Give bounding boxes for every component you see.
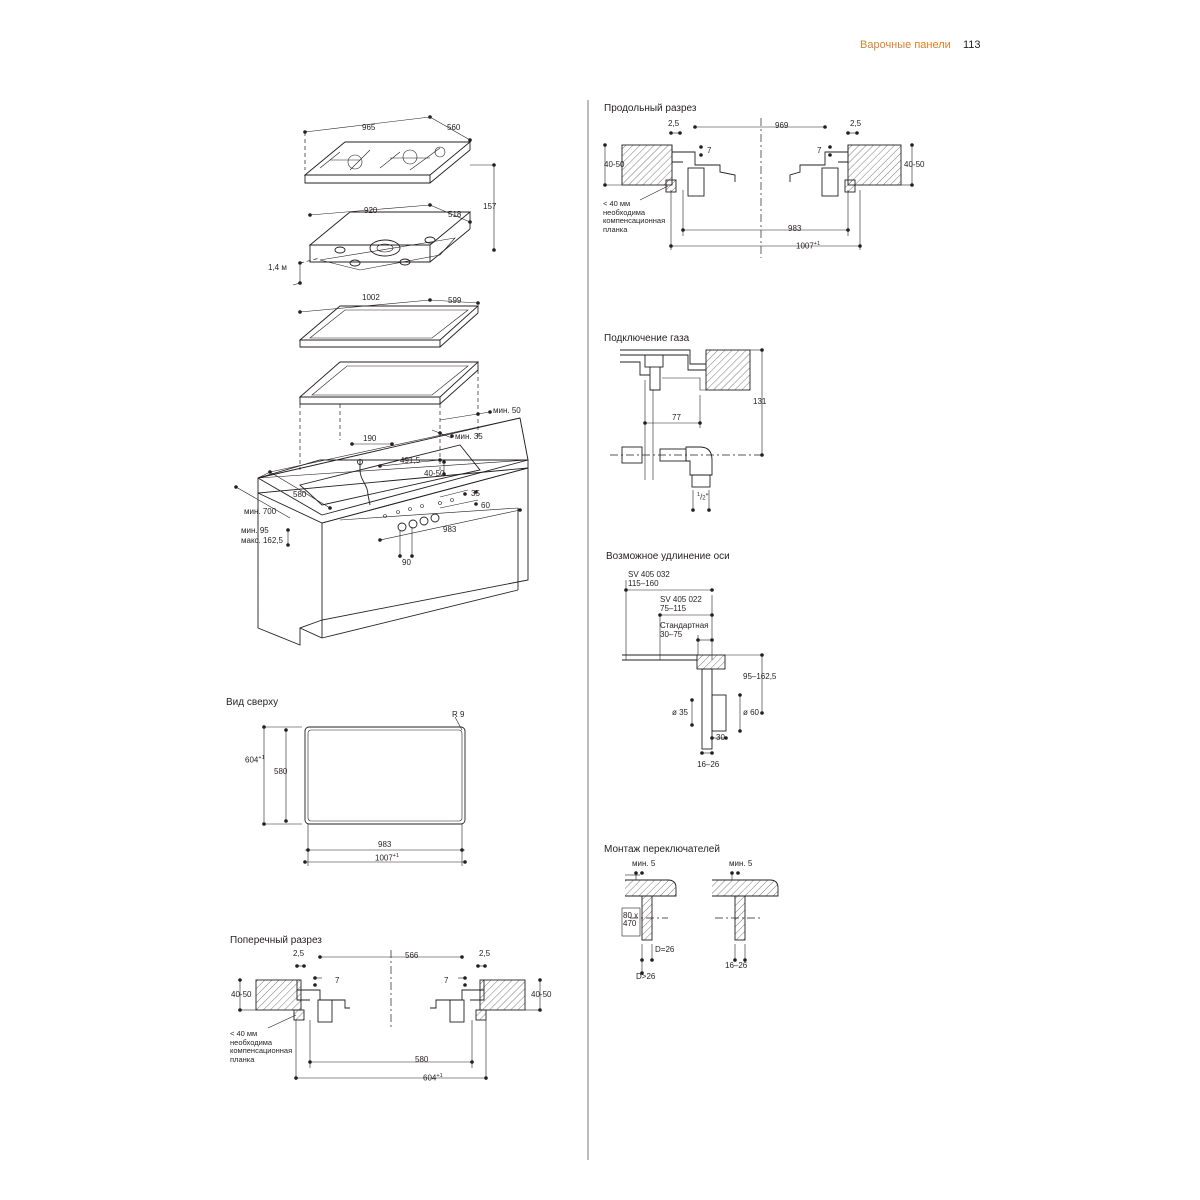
dim-604: 604+1 — [245, 755, 265, 765]
dim-r9: R 9 — [452, 710, 465, 719]
dim-25-right: 2,5 — [479, 949, 491, 958]
cross-section-title: Поперечный разрез — [230, 935, 322, 946]
dim-7-l: 7 — [707, 146, 712, 155]
dim-77: 77 — [672, 413, 681, 422]
dim-920: 920 — [364, 206, 378, 215]
dim-599: 599 — [448, 296, 462, 305]
dim-25-l: 2,5 — [668, 119, 680, 128]
dim-983-long: 983 — [788, 224, 802, 233]
dim-983: 983 — [443, 525, 457, 534]
dim-4050-left: 40-50 — [231, 990, 252, 999]
dim-d35: ø 35 — [672, 708, 689, 717]
sv-405-022: SV 405 022 — [660, 595, 702, 604]
dim-d60: ø 60 — [743, 708, 760, 717]
dim-965: 965 — [362, 123, 376, 132]
sv-405-022-range: 75–115 — [660, 604, 687, 613]
dim-1007-top: 1007+1 — [375, 853, 400, 863]
dim-7-r: 7 — [817, 146, 822, 155]
sv-405-032: SV 405 032 — [628, 570, 670, 579]
top-view-title: Вид сверху — [226, 697, 279, 708]
axis-extension-drawing — [622, 580, 764, 755]
cross-section-drawing — [238, 950, 542, 1080]
gas-title: Подключение газа — [604, 333, 690, 344]
dim-1007-long: 1007+1 — [796, 241, 821, 251]
sv-405-032-range: 115–160 — [628, 579, 659, 588]
dim-min5-left: мин. 5 — [632, 859, 656, 868]
longitudinal-section-drawing — [603, 118, 914, 258]
dim-560: 560 — [447, 123, 461, 132]
dim-4050-r: 40-50 — [904, 160, 925, 169]
dim-131: 131 — [753, 397, 767, 406]
dim-30: 30 — [716, 733, 725, 742]
longitudinal-title: Продольный разрез — [604, 103, 697, 114]
dim-95-1625: 95–162,5 — [743, 672, 777, 681]
dim-dgt26: D>26 — [636, 972, 656, 981]
dim-566: 566 — [405, 951, 419, 960]
dim-min50: мин. 50 — [493, 406, 521, 415]
dim-518: 518 — [448, 210, 462, 219]
dim-25-left: 2,5 — [293, 949, 305, 958]
standard: Стандартная — [660, 621, 709, 630]
top-view-drawing — [262, 716, 467, 866]
dim-cable: 1,4 м — [268, 263, 287, 272]
dim-1626-axis: 16–26 — [697, 760, 720, 769]
dim-4050: 40-50 — [424, 469, 445, 478]
gas-connection-drawing — [610, 348, 764, 512]
switch-mounting-drawing — [621, 871, 779, 975]
dim-max1625: макс. 162,5 — [241, 536, 284, 545]
dim-min700: мин. 700 — [244, 507, 277, 516]
dim-1626-switch: 16–26 — [725, 961, 748, 970]
dim-25-r: 2,5 — [850, 119, 862, 128]
dim-580: 580 — [293, 490, 307, 499]
dim-580-cross: 580 — [415, 1055, 429, 1064]
axis-title: Возможное удлинение оси — [606, 551, 730, 562]
dim-90: 90 — [402, 558, 411, 567]
dim-4050-l: 40-50 — [604, 160, 625, 169]
switches-title: Монтаж переключателей — [604, 844, 720, 855]
dim-35: 35 — [471, 489, 480, 498]
dim-4915: 491,5 — [400, 456, 421, 465]
dim-157: 157 — [483, 202, 497, 211]
dim-d26: D=26 — [655, 945, 675, 954]
dim-983-top: 983 — [378, 840, 392, 849]
dim-7-left: 7 — [335, 976, 340, 985]
dim-min35: мин. 35 — [455, 432, 483, 441]
dim-4050-right: 40-50 — [531, 990, 552, 999]
dim-604-cross: 604+1 — [423, 1073, 443, 1083]
dim-190: 190 — [363, 434, 377, 443]
standard-range: 30–75 — [660, 630, 683, 639]
page-number: 113 — [963, 39, 981, 51]
dim-969: 969 — [775, 121, 789, 130]
exploded-view — [234, 115, 529, 646]
section-title: Варочные панели — [860, 39, 951, 51]
dim-1002: 1002 — [362, 293, 380, 302]
dim-7-right: 7 — [444, 976, 449, 985]
dim-min5-right: мин. 5 — [729, 859, 753, 868]
dim-min95: мин. 95 — [241, 526, 269, 535]
dim-60: 60 — [481, 501, 490, 510]
dim-580-top: 580 — [274, 767, 288, 776]
pipe-size: 1/2" — [697, 492, 709, 502]
